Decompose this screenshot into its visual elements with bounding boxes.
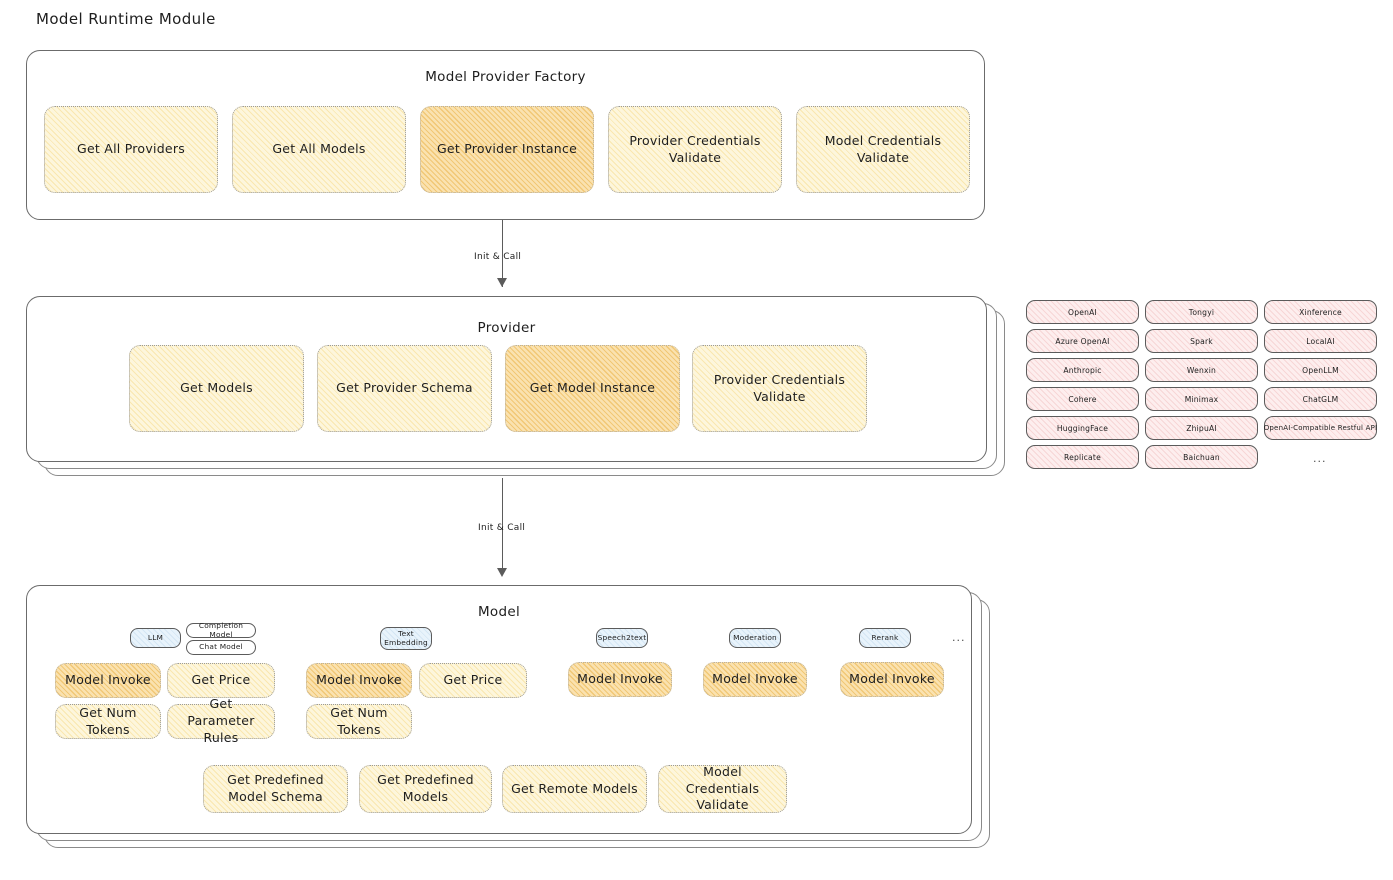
model-box-speech2text-model-invoke[interactable]: Model Invoke bbox=[568, 662, 672, 697]
model-box-moderation-model-invoke[interactable]: Model Invoke bbox=[703, 662, 807, 697]
model-title: Model bbox=[477, 604, 521, 620]
provider-pill-openai-compatible-restful-api[interactable]: OpenAI-Compatible Restful API bbox=[1264, 416, 1377, 440]
provider-box-provider-credentials-validate[interactable]: Provider Credentials Validate bbox=[692, 345, 867, 432]
model-box-embedding-get-price[interactable]: Get Price bbox=[419, 663, 527, 698]
provider-pill-replicate[interactable]: Replicate bbox=[1026, 445, 1139, 469]
provider-title: Provider bbox=[477, 320, 536, 336]
provider-pill-azure-openai[interactable]: Azure OpenAI bbox=[1026, 329, 1139, 353]
provider-list-more-mark: ... bbox=[1313, 452, 1327, 465]
model-chip-chat-model[interactable]: Chat Model bbox=[186, 640, 256, 655]
provider-box-get-models[interactable]: Get Models bbox=[129, 345, 304, 432]
provider-pill-wenxin[interactable]: Wenxin bbox=[1145, 358, 1258, 382]
model-box-llm-get-price[interactable]: Get Price bbox=[167, 663, 275, 698]
provider-pill-anthropic[interactable]: Anthropic bbox=[1026, 358, 1139, 382]
model-provider-factory-title: Model Provider Factory bbox=[425, 69, 586, 85]
factory-box-provider-credentials-validate[interactable]: Provider Credentials Validate bbox=[608, 106, 782, 193]
page-title: Model Runtime Module bbox=[36, 10, 216, 28]
provider-pill-cohere[interactable]: Cohere bbox=[1026, 387, 1139, 411]
model-chip-llm[interactable]: LLM bbox=[130, 628, 181, 648]
provider-box-get-provider-schema[interactable]: Get Provider Schema bbox=[317, 345, 492, 432]
provider-pill-minimax[interactable]: Minimax bbox=[1145, 387, 1258, 411]
model-box-get-predefined-model-schema[interactable]: Get Predefined Model Schema bbox=[203, 765, 348, 813]
provider-pill-openllm[interactable]: OpenLLM bbox=[1264, 358, 1377, 382]
model-box-embedding-model-invoke[interactable]: Model Invoke bbox=[306, 663, 412, 698]
model-box-rerank-model-invoke[interactable]: Model Invoke bbox=[840, 662, 944, 697]
provider-pill-huggingface[interactable]: HuggingFace bbox=[1026, 416, 1139, 440]
model-box-llm-model-invoke[interactable]: Model Invoke bbox=[55, 663, 161, 698]
provider-pill-spark[interactable]: Spark bbox=[1145, 329, 1258, 353]
model-chip-text-embedding[interactable]: Text Embedding bbox=[380, 627, 432, 650]
factory-box-model-credentials-validate[interactable]: Model Credentials Validate bbox=[796, 106, 970, 193]
connector-label-init-and-call-bottom: Init & Call bbox=[478, 523, 526, 533]
provider-pill-openai[interactable]: OpenAI bbox=[1026, 300, 1139, 324]
model-box-model-credentials-validate[interactable]: Model Credentials Validate bbox=[658, 764, 787, 813]
connector-label-init-and-call-top: Init & Call bbox=[474, 252, 522, 262]
model-chip-rerank[interactable]: Rerank bbox=[859, 628, 911, 648]
model-box-llm-get-parameter-rules[interactable]: Get Parameter Rules bbox=[167, 696, 275, 745]
model-box-embedding-get-num-tokens[interactable]: Get Num Tokens bbox=[306, 704, 412, 739]
factory-box-get-all-models[interactable]: Get All Models bbox=[232, 106, 406, 193]
model-box-llm-get-num-tokens[interactable]: Get Num Tokens bbox=[55, 704, 161, 739]
provider-pill-zhipuai[interactable]: ZhipuAI bbox=[1145, 416, 1258, 440]
provider-pill-xinference[interactable]: Xinference bbox=[1264, 300, 1377, 324]
model-chip-speech2text[interactable]: Speech2text bbox=[596, 628, 648, 648]
model-chip-completion-model[interactable]: Completion Model bbox=[186, 621, 256, 638]
provider-box-get-model-instance[interactable]: Get Model Instance bbox=[505, 345, 680, 432]
provider-pill-tongyi[interactable]: Tongyi bbox=[1145, 300, 1258, 324]
model-box-get-remote-models[interactable]: Get Remote Models bbox=[502, 765, 647, 813]
model-chip-moderation[interactable]: Moderation bbox=[729, 628, 781, 648]
factory-box-get-all-providers[interactable]: Get All Providers bbox=[44, 106, 218, 193]
model-box-get-predefined-models[interactable]: Get Predefined Models bbox=[359, 765, 492, 813]
provider-pill-baichuan[interactable]: Baichuan bbox=[1145, 445, 1258, 469]
factory-box-get-provider-instance[interactable]: Get Provider Instance bbox=[420, 106, 594, 193]
provider-pill-chatglm[interactable]: ChatGLM bbox=[1264, 387, 1377, 411]
model-groups-more-mark: ... bbox=[952, 631, 966, 644]
provider-pill-localai[interactable]: LocalAI bbox=[1264, 329, 1377, 353]
